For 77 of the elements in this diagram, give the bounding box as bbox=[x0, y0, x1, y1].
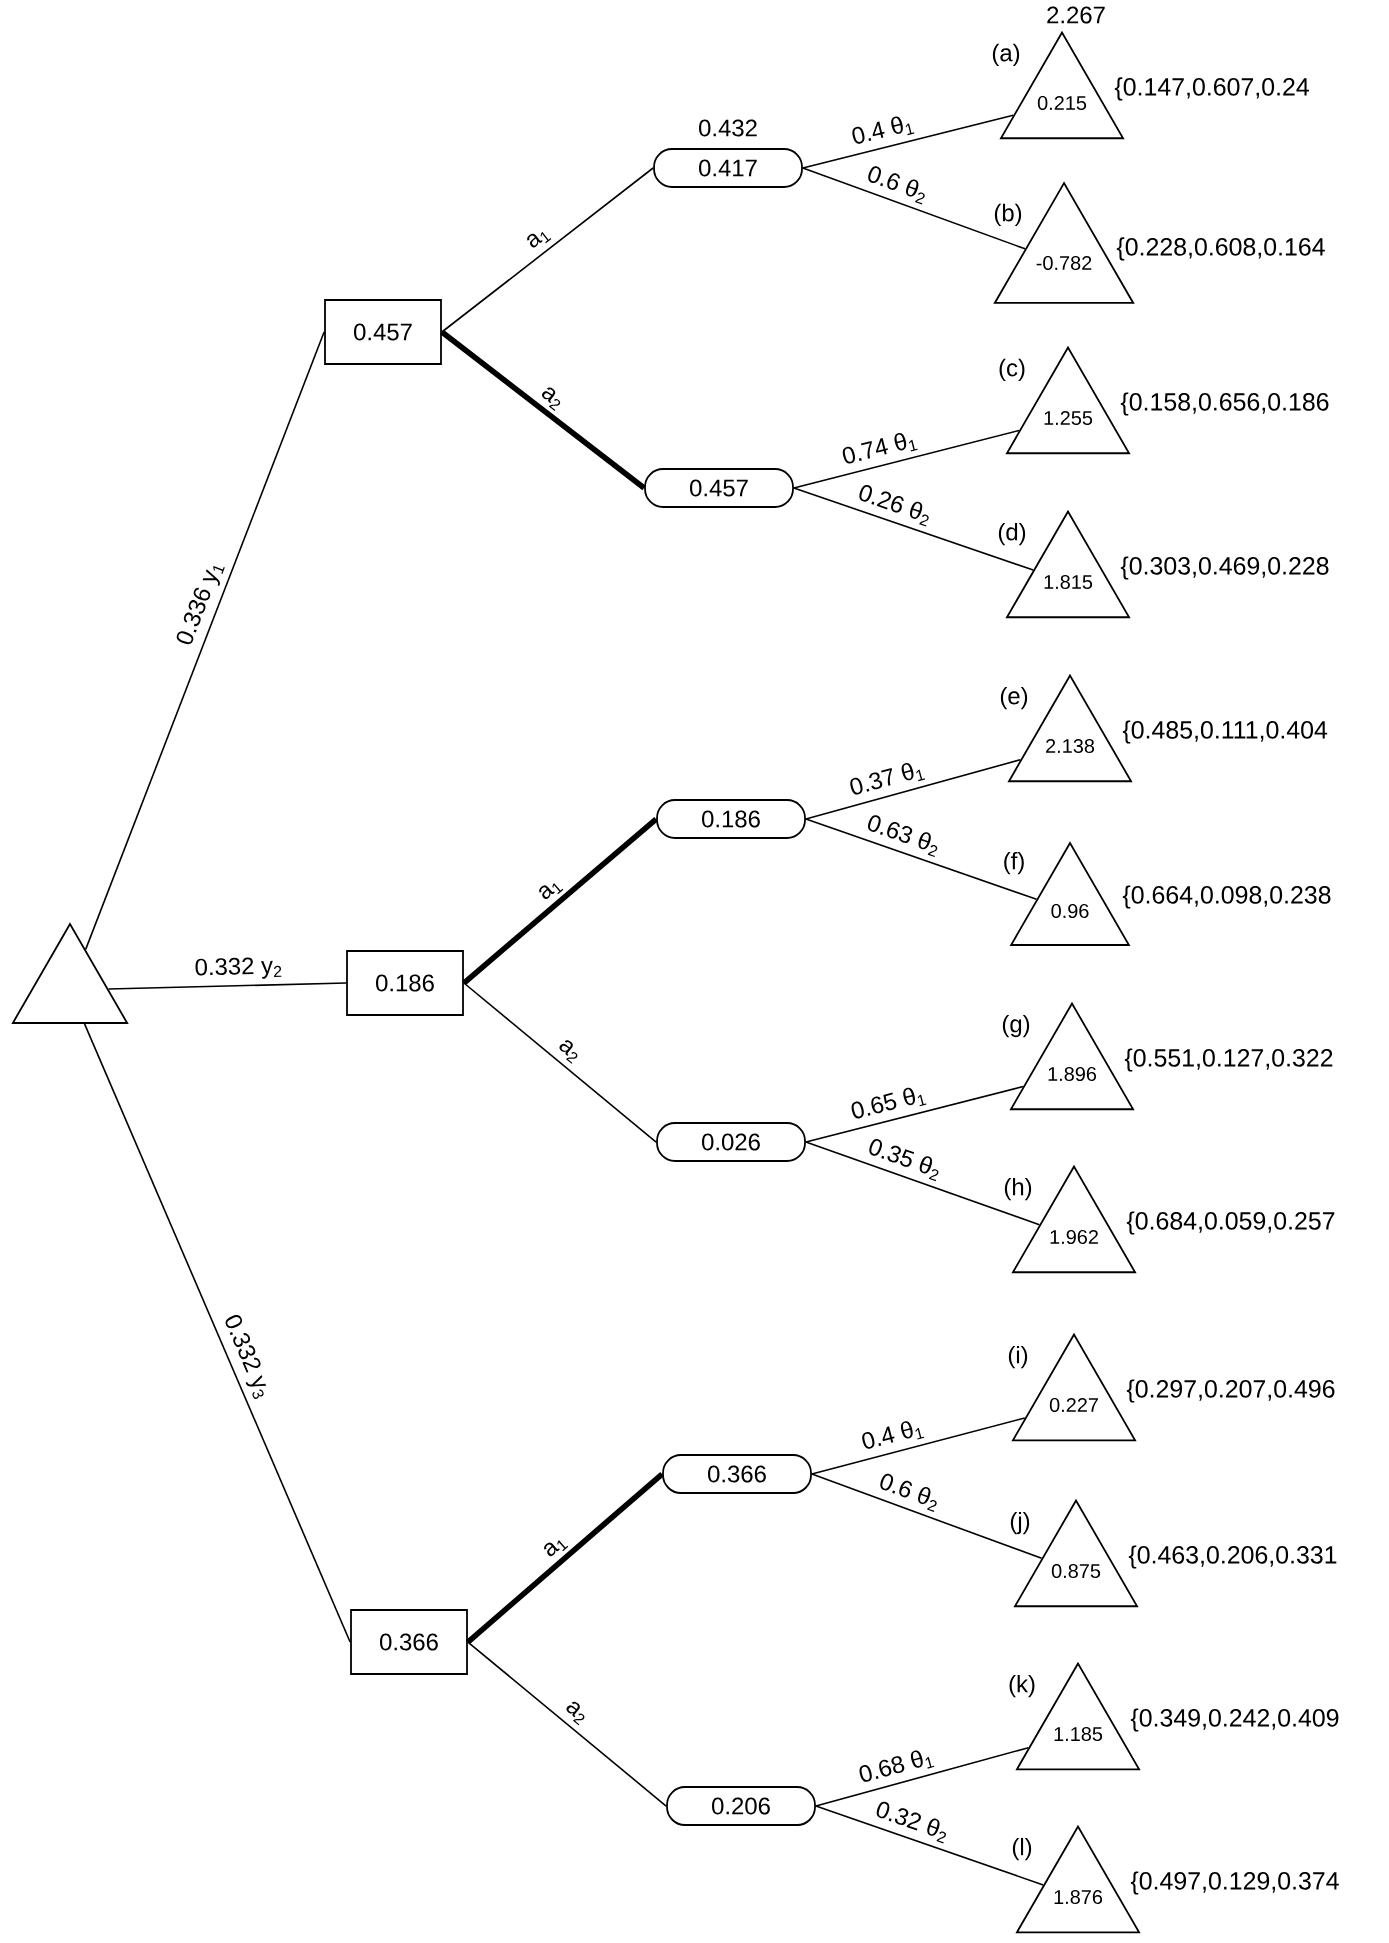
edge-label: 0.35 θ$_{2}$ bbox=[862, 1134, 947, 1185]
probability-vector: {0.297,0.207,0.496 bbox=[1126, 1379, 1335, 1403]
outcome-letter: (e) bbox=[1000, 686, 1028, 710]
probability-vector: {0.664,0.098,0.238 bbox=[1122, 885, 1331, 909]
branch-line bbox=[802, 114, 1014, 169]
edge-label: 0.332 y$_{3}$ bbox=[216, 1309, 277, 1405]
outcome-letter: (j) bbox=[1010, 1511, 1030, 1535]
branch-line bbox=[441, 167, 654, 333]
probability-vector: {0.463,0.206,0.331 bbox=[1128, 1545, 1337, 1569]
value-annotation: 0.432 bbox=[699, 119, 757, 137]
probability-vector: {0.349,0.242,0.409 bbox=[1130, 1708, 1339, 1732]
chance-node: 0.457 bbox=[644, 468, 794, 508]
chance-node: 0.186 bbox=[656, 799, 806, 839]
edge-label: 0.332 y$_{2}$ bbox=[192, 954, 286, 983]
branch-line bbox=[107, 982, 347, 990]
probability-vector: {0.485,0.111,0.404 bbox=[1122, 720, 1328, 744]
branch-line bbox=[805, 1085, 1024, 1143]
chance-node: 0.026 bbox=[656, 1122, 806, 1162]
edge-label: 0.4 θ$_{1}$ bbox=[847, 110, 919, 151]
branch-line bbox=[805, 1141, 1041, 1226]
probability-vector: {0.158,0.656,0.186 bbox=[1120, 392, 1329, 416]
chance-node: 0.366 bbox=[662, 1454, 812, 1494]
edge-label: 0.63 θ$_{2}$ bbox=[861, 810, 946, 861]
probability-vector: {0.228,0.608,0.164 bbox=[1116, 237, 1325, 261]
value-annotation: 2.267 bbox=[1047, 6, 1105, 24]
edge-label: 0.74 θ$_{1}$ bbox=[837, 426, 922, 471]
probability-vector: {0.551,0.127,0.322 bbox=[1124, 1048, 1333, 1072]
edge-label: a$_{2}$ bbox=[534, 382, 569, 415]
branch-line bbox=[462, 816, 658, 986]
edge-label: 0.336 y$_{1}$ bbox=[172, 555, 230, 652]
decision-box: 0.186 bbox=[346, 950, 464, 1016]
decision-box: 0.457 bbox=[324, 299, 442, 365]
branch-line bbox=[84, 331, 325, 951]
edge-label: 0.6 θ$_{2}$ bbox=[873, 1468, 946, 1516]
outcome-letter: (d) bbox=[998, 522, 1026, 546]
decision-box: 0.366 bbox=[350, 1609, 468, 1675]
probability-vector: {0.303,0.469,0.228 bbox=[1120, 556, 1329, 580]
outcome-letter: (i) bbox=[1008, 1345, 1028, 1369]
edge-label: 0.37 θ$_{1}$ bbox=[845, 756, 930, 802]
chance-node: 0.206 bbox=[666, 1786, 816, 1826]
branch-line bbox=[440, 329, 646, 491]
edge-label: 0.26 θ$_{2}$ bbox=[853, 480, 938, 530]
outcome-letter: (l) bbox=[1012, 1837, 1032, 1861]
branch-line bbox=[83, 1023, 351, 1643]
branch-line bbox=[466, 1471, 664, 1645]
branch-line bbox=[467, 1641, 667, 1807]
edge-label: 0.32 θ$_{2}$ bbox=[870, 1796, 955, 1847]
branch-line bbox=[793, 429, 1020, 489]
probability-vector: {0.497,0.129,0.374 bbox=[1130, 1871, 1339, 1895]
outcome-letter: (b) bbox=[994, 203, 1022, 227]
edge-label: a$_{1}$ bbox=[521, 222, 556, 255]
chance-node: 0.417 bbox=[653, 148, 803, 188]
branch-line bbox=[805, 758, 1022, 820]
branch-line bbox=[805, 818, 1038, 901]
edge-label: 0.4 θ$_{1}$ bbox=[857, 1414, 929, 1456]
branch-line bbox=[802, 167, 1026, 250]
outcome-letter: (c) bbox=[999, 358, 1025, 382]
edge-label: a$_{2}$ bbox=[559, 1696, 594, 1730]
probability-vector: {0.684,0.059,0.257 bbox=[1126, 1211, 1335, 1235]
branch-line bbox=[793, 487, 1034, 571]
edge-label: a$_{1}$ bbox=[533, 873, 568, 907]
outcome-letter: (f) bbox=[1004, 851, 1024, 875]
branch-line bbox=[811, 1417, 1026, 1475]
branch-line bbox=[463, 982, 657, 1143]
edge-label: a$_{2}$ bbox=[552, 1034, 587, 1068]
edge-label: 0.6 θ$_{2}$ bbox=[861, 161, 934, 208]
outcome-letter: (a) bbox=[992, 43, 1020, 67]
branch-line bbox=[815, 1746, 1030, 1807]
edge-label: 0.68 θ$_{1}$ bbox=[854, 1743, 939, 1790]
outcome-letter: (h) bbox=[1004, 1177, 1032, 1201]
probability-vector: {0.147,0.607,0.24 bbox=[1114, 77, 1309, 101]
outcome-letter: (g) bbox=[1002, 1014, 1030, 1038]
branch-line bbox=[815, 1805, 1045, 1886]
branch-line bbox=[811, 1473, 1043, 1560]
edge-label: a$_{1}$ bbox=[538, 1530, 573, 1564]
outcome-letter: (k) bbox=[1009, 1674, 1035, 1698]
edge-label: 0.65 θ$_{1}$ bbox=[846, 1081, 931, 1126]
